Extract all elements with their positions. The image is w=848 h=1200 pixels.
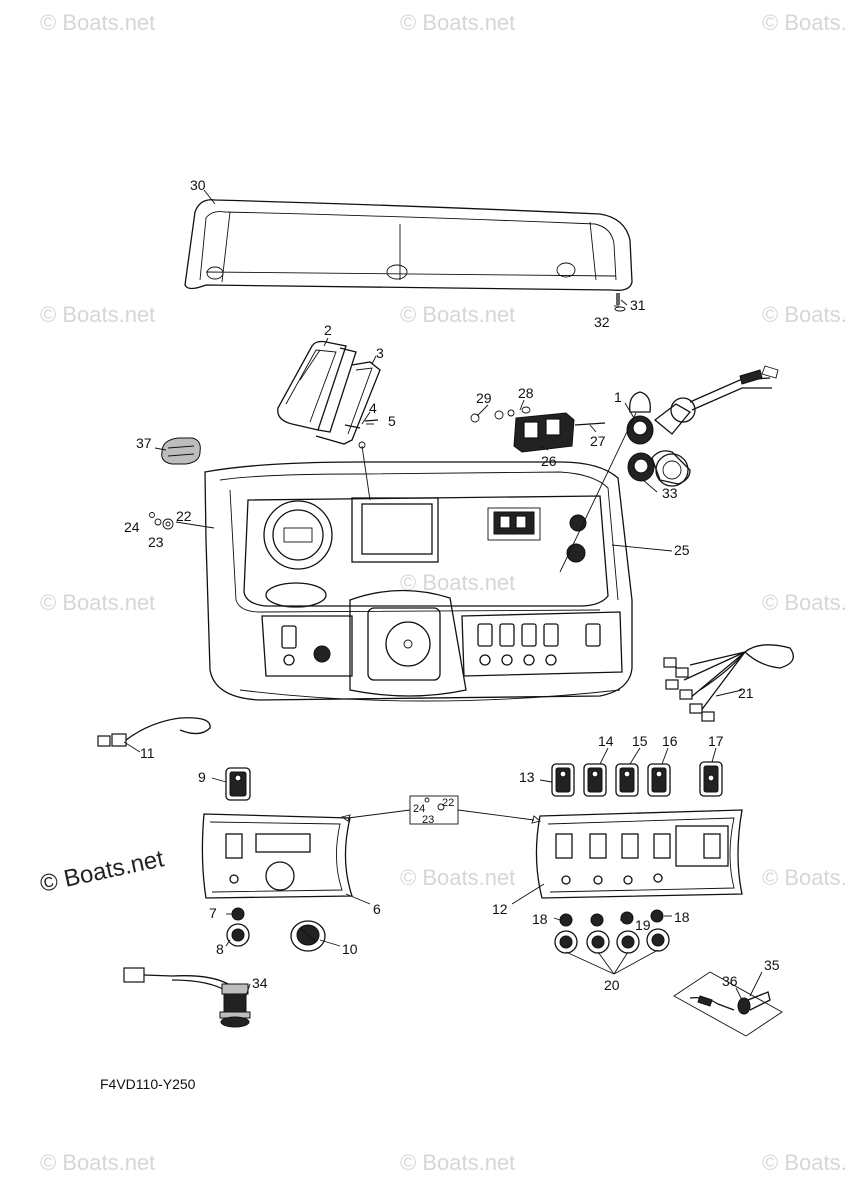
callout-29: 29 [476,390,492,406]
callout-12: 12 [492,901,508,917]
callout-24: 24 [124,519,140,535]
callout-11: 11 [140,745,155,761]
callout-21: 21 [738,685,754,701]
callout-4: 4 [369,400,377,416]
callout-22: 22 [442,797,454,809]
callout-23: 23 [422,814,434,826]
callout-3: 3 [376,345,384,361]
watermark: © Boats.net [400,865,515,890]
watermark: © Boats.net [400,10,515,35]
callout-5: 5 [388,413,396,429]
callout-31: 31 [630,297,646,313]
part-33-12v-socket [627,450,691,487]
callout-10: 10 [342,941,358,957]
callout-14: 14 [598,733,614,749]
callout-34: 34 [252,975,268,991]
callout-33: 33 [662,485,678,501]
callout-24: 24 [413,803,425,815]
callout-36: 36 [722,973,738,989]
callout-28: 28 [518,385,534,401]
callout-19: 19 [635,917,651,933]
part-7-8-knob [226,907,250,947]
part-10-gauge-knob [290,920,326,952]
part-2-display [277,340,357,433]
part-3-bracket [315,361,381,445]
callout-1: 1 [614,389,622,405]
watermark: © Boats.net [40,302,155,327]
part-35-36-inset [673,971,783,1037]
hardware-inset [340,795,541,825]
callout-15: 15 [632,733,648,749]
part-30-visor [184,199,633,291]
part-21-harness [663,644,794,722]
watermark: © Boats.net [762,302,848,327]
leader-lines [123,189,763,1001]
part-20-knobs [554,928,670,954]
callout-32: 32 [594,314,610,330]
part-31-screw [614,293,626,312]
watermark: © Boats.net [400,1150,515,1175]
callout-18: 18 [532,911,548,927]
callout-9: 9 [198,769,206,785]
watermark: © Boats.net [762,1150,848,1175]
part-6-left-panel [201,813,353,899]
callout-26: 26 [541,453,557,469]
callout-17: 17 [708,733,724,749]
callout-20: 20 [604,977,620,993]
callout-37: 37 [136,435,152,451]
diagram-code: F4VD110-Y250 [100,1076,196,1092]
callout-23: 23 [148,534,164,550]
callout-labels: 30 31 32 2 3 4 5 37 29 28 26 27 1 33 25 … [124,177,780,993]
part-28-29-fasteners [470,406,531,423]
part-26-switch-block [513,412,606,453]
callout-7: 7 [209,905,217,921]
part-1-usb-socket [626,365,779,445]
watermark: © Boats.net [762,590,848,615]
part-37-key-fob [161,437,201,465]
callout-18: 18 [674,909,690,925]
watermark: © Boats.net [40,590,155,615]
watermark: © Boats.net [400,302,515,327]
part-18-19-nuts [559,909,664,927]
watermark: © Boats.net [40,10,155,35]
part-11-harness [97,717,211,747]
callout-2: 2 [324,322,332,338]
watermark: © Boats.net [762,865,848,890]
callout-8: 8 [216,941,224,957]
watermark: © Boats.net [762,10,848,35]
part-22-24-hardware [149,512,174,530]
callout-25: 25 [674,542,690,558]
part-12-right-panel [535,809,743,899]
callout-13: 13 [519,769,535,785]
callout-35: 35 [764,957,780,973]
callout-27: 27 [590,433,606,449]
part-4-5-screws [344,419,379,501]
rocker-switches-13-17 [551,761,723,797]
callout-16: 16 [662,733,678,749]
watermark: © Boats.net [40,1150,155,1175]
callout-22: 22 [176,508,192,524]
watermark-featured: © Boats.net [38,845,167,898]
part-25-dashboard [204,461,633,702]
callout-30: 30 [190,177,206,193]
watermark-layer: © Boats.net © Boats.net © Boats.net © Bo… [38,10,848,1175]
part-34-switch-harness [123,967,251,1028]
part-9-switch [225,767,251,801]
callout-6: 6 [373,901,381,917]
